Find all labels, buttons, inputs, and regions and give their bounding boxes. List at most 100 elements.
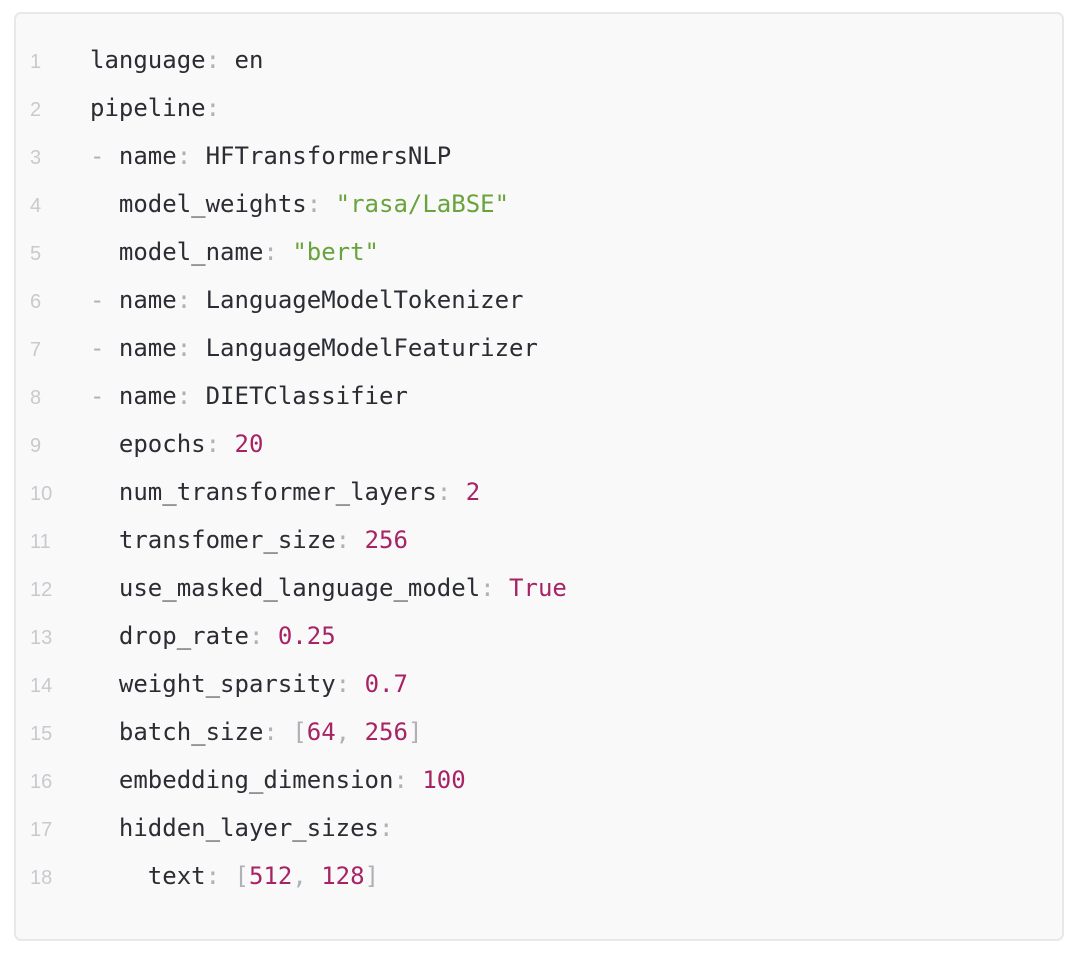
yaml-punct: : [205, 46, 235, 74]
code-line: 14 weight_sparsity: 0.7 [16, 660, 1062, 708]
yaml-punct: : [248, 622, 278, 650]
yaml-number: 0.7 [364, 670, 408, 698]
line-number: 1 [30, 51, 42, 73]
yaml-punct: - [90, 334, 119, 362]
line-number: 17 [30, 819, 53, 841]
code-line: 10 num_transformer_layers: 2 [16, 468, 1062, 516]
yaml-key: name [118, 286, 177, 314]
yaml-value: DIETClassifier [205, 382, 408, 410]
yaml-value [90, 814, 119, 842]
yaml-key: use_masked_language_model [118, 574, 481, 602]
code-text: batch_size: [64, 256] [90, 708, 422, 756]
yaml-number: 2 [465, 478, 481, 506]
yaml-value [90, 670, 119, 698]
code-text: model_name: "bert" [90, 228, 379, 276]
yaml-punct: : [176, 334, 206, 362]
yaml-punct: : [335, 670, 365, 698]
yaml-punct: - [90, 142, 119, 170]
yaml-value: LanguageModelTokenizer [205, 286, 524, 314]
code-line: 9 epochs: 20 [16, 420, 1062, 468]
yaml-punct: : [436, 478, 466, 506]
code-text: language: en [90, 36, 263, 84]
code-text: num_transformer_layers: 2 [90, 468, 480, 516]
line-number: 18 [30, 867, 53, 889]
code-text: - name: DIETClassifier [90, 372, 408, 420]
code-lines: 1 language: en 2 pipeline: 3 - name: HFTransf… [16, 36, 1062, 900]
code-text: weight_sparsity: 0.7 [90, 660, 408, 708]
yaml-key: hidden_layer_sizes [118, 814, 379, 842]
code-text: drop_rate: 0.25 [90, 612, 336, 660]
yaml-punct: : [393, 766, 423, 794]
yaml-punct: : [176, 382, 206, 410]
yaml-number: 128 [321, 862, 365, 890]
yaml-punct: : [176, 286, 206, 314]
yaml-value [90, 718, 119, 746]
yaml-value [90, 766, 119, 794]
code-line: 4 model_weights: "rasa/LaBSE" [16, 180, 1062, 228]
yaml-punct: : [335, 526, 365, 554]
yaml-number: 0.25 [277, 622, 336, 650]
yaml-key: weight_sparsity [118, 670, 336, 698]
yaml-value [90, 622, 119, 650]
line-number: 10 [30, 483, 53, 505]
yaml-value: HFTransformersNLP [205, 142, 452, 170]
yaml-key: name [118, 382, 177, 410]
yaml-punct: - [90, 382, 119, 410]
line-number: 16 [30, 771, 53, 793]
yaml-value [90, 526, 119, 554]
yaml-key: language [90, 46, 206, 74]
yaml-punct: : [263, 718, 293, 746]
yaml-punct: : [306, 190, 336, 218]
code-text: - name: LanguageModelFeaturizer [90, 324, 538, 372]
code-text: - name: LanguageModelTokenizer [90, 276, 524, 324]
code-line: 18 text: [512, 128] [16, 852, 1062, 900]
yaml-key: name [118, 142, 177, 170]
yaml-punct: : [263, 238, 293, 266]
yaml-number: 256 [364, 526, 408, 554]
code-text: - name: HFTransformersNLP [90, 132, 451, 180]
code-line: 3 - name: HFTransformersNLP [16, 132, 1062, 180]
yaml-key: text [147, 862, 206, 890]
yaml-punct: - [90, 286, 119, 314]
line-number: 6 [30, 291, 42, 313]
yaml-number: 20 [234, 430, 264, 458]
line-number: 12 [30, 579, 53, 601]
yaml-number: 512 [248, 862, 293, 890]
yaml-key: epochs [118, 430, 206, 458]
yaml-value: LanguageModelFeaturizer [205, 334, 538, 362]
page: { "colors": { "page_bg": "#ffffff", "blo… [0, 12, 1080, 959]
code-text: use_masked_language_model: True [90, 564, 567, 612]
code-text: transfomer_size: 256 [90, 516, 408, 564]
yaml-punct: : [205, 862, 235, 890]
yaml-punct: : [205, 430, 235, 458]
yaml-punct: , [335, 718, 365, 746]
line-number: 5 [30, 243, 42, 265]
yaml-number: 256 [364, 718, 408, 746]
yaml-value [90, 478, 119, 506]
line-number: 9 [30, 435, 42, 457]
line-number: 2 [30, 99, 42, 121]
line-number: 7 [30, 339, 42, 361]
yaml-key: transfomer_size [118, 526, 336, 554]
yaml-key: pipeline [90, 94, 206, 122]
code-line: 7 - name: LanguageModelFeaturizer [16, 324, 1062, 372]
code-line: 1 language: en [16, 36, 1062, 84]
code-line: 11 transfomer_size: 256 [16, 516, 1062, 564]
code-line: 12 use_masked_language_model: True [16, 564, 1062, 612]
yaml-punct: : [176, 142, 206, 170]
code-text: epochs: 20 [90, 420, 264, 468]
line-number: 15 [30, 723, 53, 745]
code-text: embedding_dimension: 100 [90, 756, 466, 804]
yaml-punct: , [292, 862, 322, 890]
line-number: 14 [30, 675, 53, 697]
yaml-string: "rasa/LaBSE" [335, 190, 510, 218]
code-line: 6 - name: LanguageModelTokenizer [16, 276, 1062, 324]
code-line: 5 model_name: "bert" [16, 228, 1062, 276]
code-line: 15 batch_size: [64, 256] [16, 708, 1062, 756]
line-number: 8 [30, 387, 42, 409]
yaml-string: "bert" [292, 238, 380, 266]
line-number: 3 [30, 147, 42, 169]
line-number: 11 [30, 531, 51, 553]
yaml-punct: : [379, 814, 394, 842]
yaml-value: en [234, 46, 264, 74]
